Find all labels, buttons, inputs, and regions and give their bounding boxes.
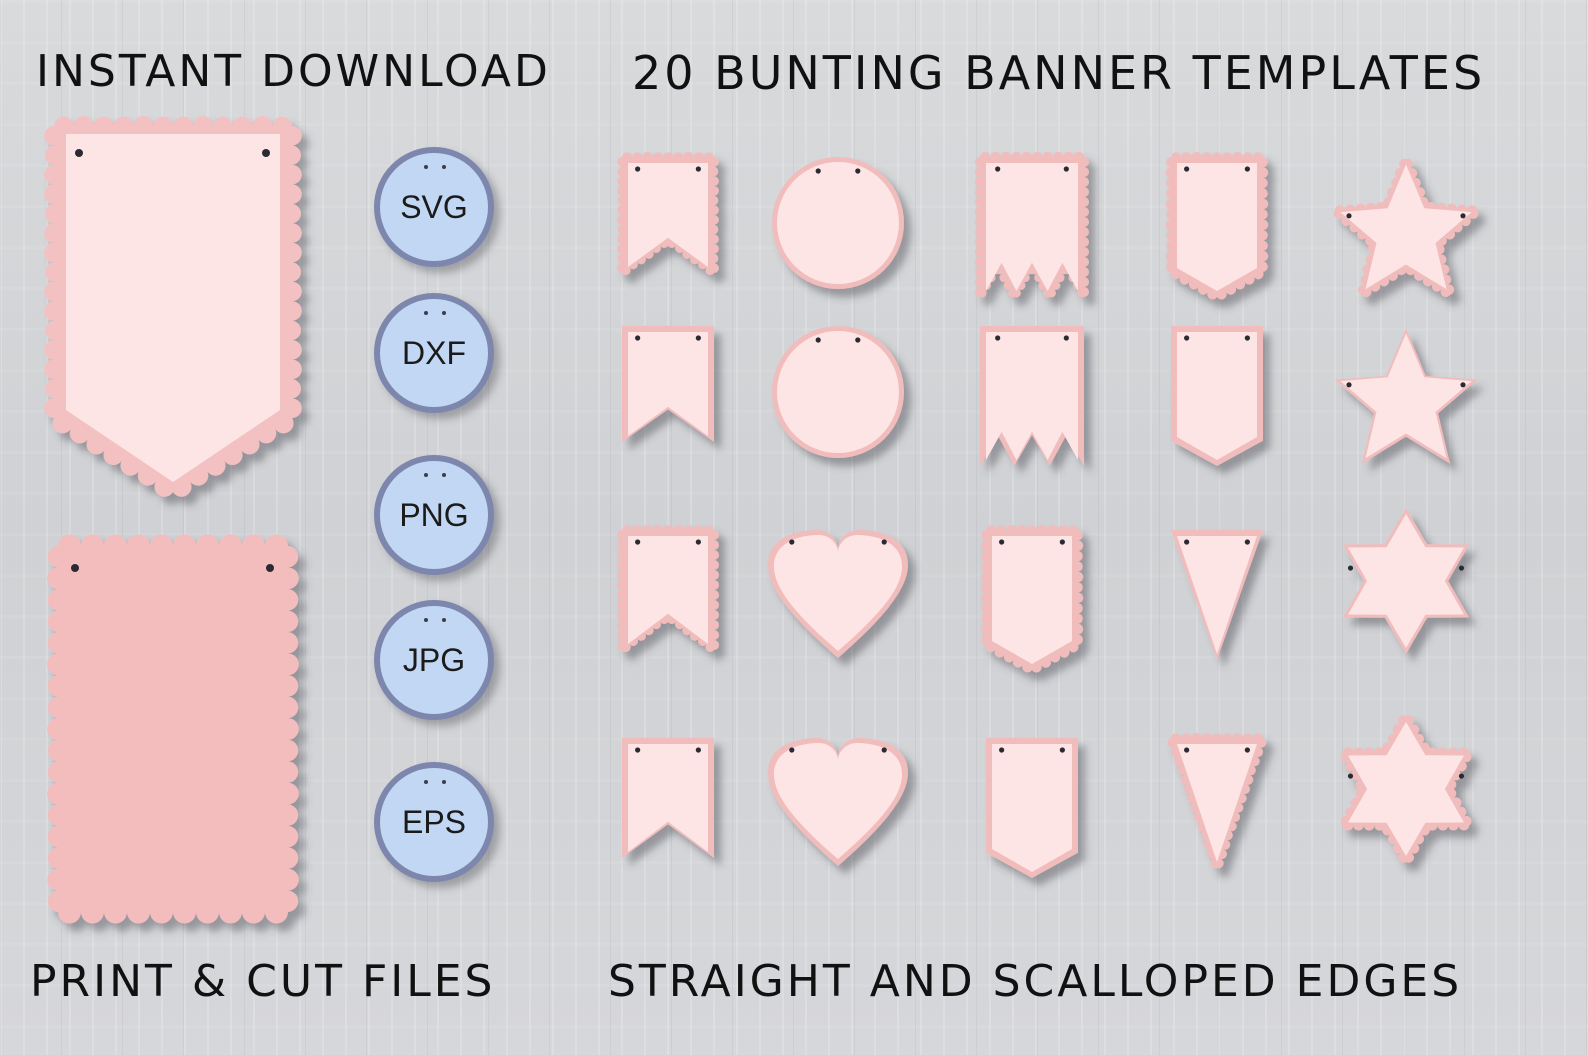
hanging-hole [1059, 747, 1065, 753]
badge-hole [442, 618, 446, 622]
hanging-hole [695, 747, 701, 753]
bunting-circle-template [772, 326, 904, 458]
hanging-hole [815, 337, 821, 343]
hanging-hole [635, 166, 641, 172]
bunting-swallow-template [622, 326, 714, 442]
hanging-hole [635, 747, 641, 753]
hanging-hole [1458, 565, 1465, 571]
bunting-pennant-scalloped-template [980, 524, 1084, 673]
hanging-hole [1244, 539, 1250, 545]
bunting-star6-scalloped-template [1340, 715, 1472, 863]
hanging-hole [995, 166, 1001, 172]
hanging-hole [1059, 539, 1065, 545]
bunting-swallow-scalloped-template [617, 524, 719, 652]
hanging-hole [635, 539, 641, 545]
bunting-pennant-template [986, 738, 1078, 878]
badge-hole [424, 311, 428, 315]
print-cut-files-heading: PRINT & CUT FILES [30, 956, 496, 1007]
format-label: DXF [402, 334, 466, 371]
hanging-hole [1346, 382, 1352, 388]
badge-hole [424, 165, 428, 169]
badge-hole [442, 780, 446, 784]
hanging-hole [635, 335, 641, 341]
format-badge-face: JPG [380, 606, 488, 714]
hanging-hole [1347, 565, 1354, 571]
hanging-hole [695, 539, 701, 545]
hanging-hole [1184, 166, 1190, 172]
format-badge-dxf: DXF [374, 293, 494, 413]
badge-hole [442, 311, 446, 315]
format-badge-svg: SVG [374, 147, 494, 267]
badge-hole [424, 473, 428, 477]
bunting-star6-template [1342, 508, 1470, 654]
large-scalloped-pennant-banner [44, 116, 302, 497]
hanging-hole [999, 539, 1005, 545]
format-label: SVG [400, 188, 468, 225]
bunting-zig-scalloped-template [975, 151, 1089, 298]
hanging-hole [1244, 166, 1250, 172]
bunting-zig-template [980, 326, 1084, 466]
badge-hole [424, 780, 428, 784]
hanging-hole [1184, 747, 1190, 753]
format-badge-jpg: JPG [374, 600, 494, 720]
hanging-hole [789, 747, 795, 753]
format-badge-face: DXF [380, 299, 488, 407]
hanging-hole [1346, 213, 1352, 219]
badge-hole [442, 473, 446, 477]
hanging-hole [1063, 166, 1069, 172]
format-badge-png: PNG [374, 455, 494, 575]
format-label: PNG [399, 496, 469, 533]
badge-hole [424, 618, 428, 622]
bunting-triangle-template [1171, 530, 1263, 660]
format-badge-face: SVG [380, 153, 488, 261]
bunting-heart-template [768, 738, 908, 866]
hanging-hole [995, 335, 1001, 341]
hanging-hole [815, 168, 821, 174]
hanging-hole [1460, 382, 1466, 388]
hanging-hole [855, 168, 861, 174]
large-scalloped-rectangle-banner [47, 534, 299, 924]
hanging-hole [695, 335, 701, 341]
bunting-star5-scalloped-template [1333, 158, 1479, 298]
bunting-template-grid [617, 151, 1479, 878]
bunting-triangle-scalloped-template [1167, 732, 1267, 869]
badge-hole [442, 165, 446, 169]
bunting-swallow-template [622, 738, 714, 858]
hanging-hole [1244, 335, 1250, 341]
hanging-hole [881, 539, 887, 545]
instant-download-heading: INSTANT DOWNLOAD [36, 46, 551, 97]
hanging-hole [1458, 773, 1465, 779]
bunting-templates-heading: 20 BUNTING BANNER TEMPLATES [632, 46, 1486, 100]
format-badge-face: PNG [380, 461, 488, 569]
edges-heading: STRAIGHT AND SCALLOPED EDGES [608, 956, 1463, 1007]
format-label: JPG [402, 641, 466, 678]
hanging-hole [1063, 335, 1069, 341]
hanging-hole [1184, 335, 1190, 341]
format-badge-face: EPS [380, 768, 488, 876]
hanging-hole [789, 539, 795, 545]
hanging-hole [855, 337, 861, 343]
bunting-swallow-scalloped-template [617, 151, 719, 276]
bunting-star5-template [1334, 328, 1478, 464]
bunting-pennant-template [1171, 326, 1263, 466]
hanging-hole [1460, 213, 1466, 219]
hanging-hole [695, 166, 701, 172]
format-label: EPS [401, 803, 467, 840]
bunting-circle-scalloped-template [772, 157, 904, 289]
hanging-hole [1244, 747, 1250, 753]
format-badge-eps: EPS [374, 762, 494, 882]
hanging-hole [881, 747, 887, 753]
hanging-hole [999, 747, 1005, 753]
bunting-heart-scalloped-template [768, 530, 908, 658]
bunting-pennant-scalloped-template [1165, 151, 1269, 300]
hanging-hole [1347, 773, 1354, 779]
hanging-hole [1184, 539, 1190, 545]
